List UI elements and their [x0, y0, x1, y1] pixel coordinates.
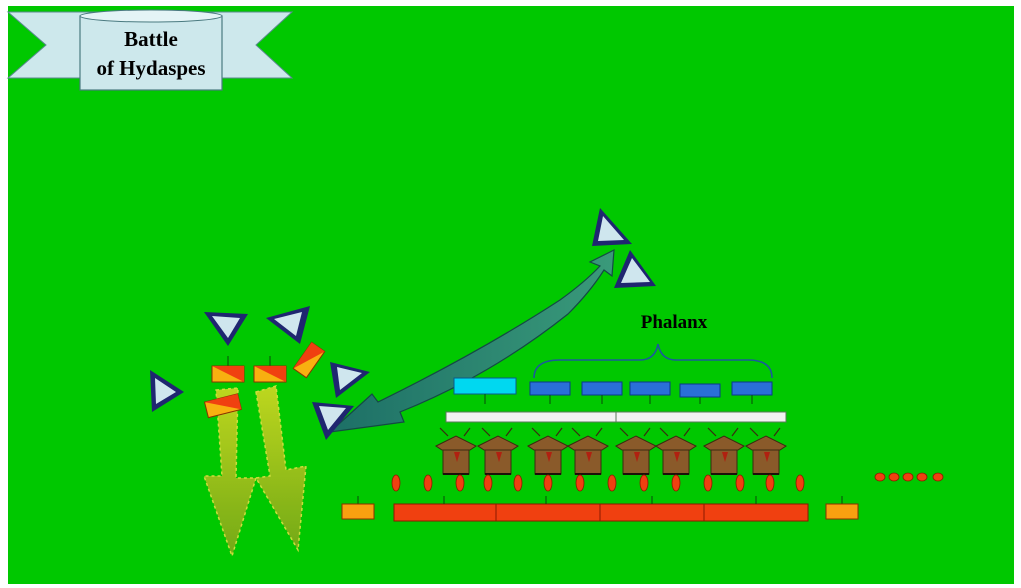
- continuation-dot-1: [874, 472, 886, 482]
- skirmisher-2: [423, 474, 433, 492]
- continuation-dot-5: [932, 472, 944, 482]
- phalanx-unit-3: [629, 381, 671, 404]
- continuation-dots: [874, 472, 944, 482]
- teal-arrow-body: [328, 248, 615, 433]
- skirmisher-1: [391, 474, 401, 492]
- skirmisher-6: [543, 474, 553, 492]
- continuation-dot-3: [902, 472, 914, 482]
- elephant-7: [703, 427, 745, 475]
- elephant-line: [435, 427, 787, 475]
- skirmisher-11: [703, 474, 713, 492]
- skirmisher-14: [795, 474, 805, 492]
- elephant-5: [615, 427, 657, 475]
- banner-ribbon-left: [6, 11, 101, 79]
- skirmisher-9: [639, 474, 649, 492]
- cavalry-triangle-3: [150, 370, 184, 412]
- title-banner: Battle of Hydaspes: [6, 9, 294, 91]
- continuation-dot-4: [916, 472, 928, 482]
- banner-scroll-top-curl: [79, 9, 223, 23]
- enemy-infantry-line: [341, 496, 859, 522]
- skirmisher-5: [513, 474, 523, 492]
- skirmisher-13: [765, 474, 775, 492]
- elephant-4: [567, 427, 609, 475]
- enemy-flank-left: [341, 496, 375, 520]
- cavalry-triangle-2: [266, 306, 310, 344]
- allied-cavalry-block-3: [203, 393, 243, 419]
- cavalry-triangle-5: [312, 402, 354, 440]
- phalanx-unit-5: [731, 381, 773, 404]
- banner-title-line2: of Hydaspes: [96, 56, 205, 80]
- phalanx-label: Phalanx: [641, 312, 708, 333]
- phalanx-brace: [533, 343, 773, 379]
- cavalry-sweep-arrow: [328, 248, 615, 433]
- banner-scroll: [79, 15, 223, 91]
- skirmisher-7: [575, 474, 585, 492]
- elephant-2: [477, 427, 519, 475]
- phalanx-unit-1: [529, 381, 571, 404]
- battlefield: [8, 6, 1014, 584]
- elephant-1: [435, 427, 477, 475]
- phalanx-unit-2: [581, 381, 623, 404]
- elephant-6: [655, 427, 697, 475]
- advance-arrow-right: [254, 385, 307, 553]
- cavalry-units: [150, 208, 656, 440]
- phalanx-unit-4: [679, 383, 721, 404]
- skirmisher-line: [391, 474, 805, 492]
- enemy-main-line: [393, 496, 809, 522]
- skirmisher-8: [607, 474, 617, 492]
- phalanx-line: [453, 377, 773, 404]
- allied-cavalry-block-2: [253, 365, 287, 383]
- cavalry-triangle-7: [614, 250, 656, 288]
- skirmisher-10: [671, 474, 681, 492]
- phalanx-lead-unit: [453, 377, 517, 404]
- left-wing-blocks: [203, 341, 326, 419]
- allied-cavalry-block-4: [292, 341, 326, 379]
- cavalry-triangle-4: [330, 362, 370, 398]
- continuation-dot-2: [888, 472, 900, 482]
- banner-title-line1: Battle: [124, 27, 178, 51]
- skirmisher-12: [735, 474, 745, 492]
- enemy-flank-right: [825, 496, 859, 520]
- skirmisher-3: [455, 474, 465, 492]
- allied-cavalry-block-1: [211, 365, 245, 383]
- cavalry-triangle-6: [592, 208, 632, 246]
- elephant-8: [745, 427, 787, 475]
- elephant-3: [527, 427, 569, 475]
- skirmisher-4: [483, 474, 493, 492]
- cavalry-triangle-1: [204, 312, 248, 346]
- front-line-bar: [445, 411, 787, 423]
